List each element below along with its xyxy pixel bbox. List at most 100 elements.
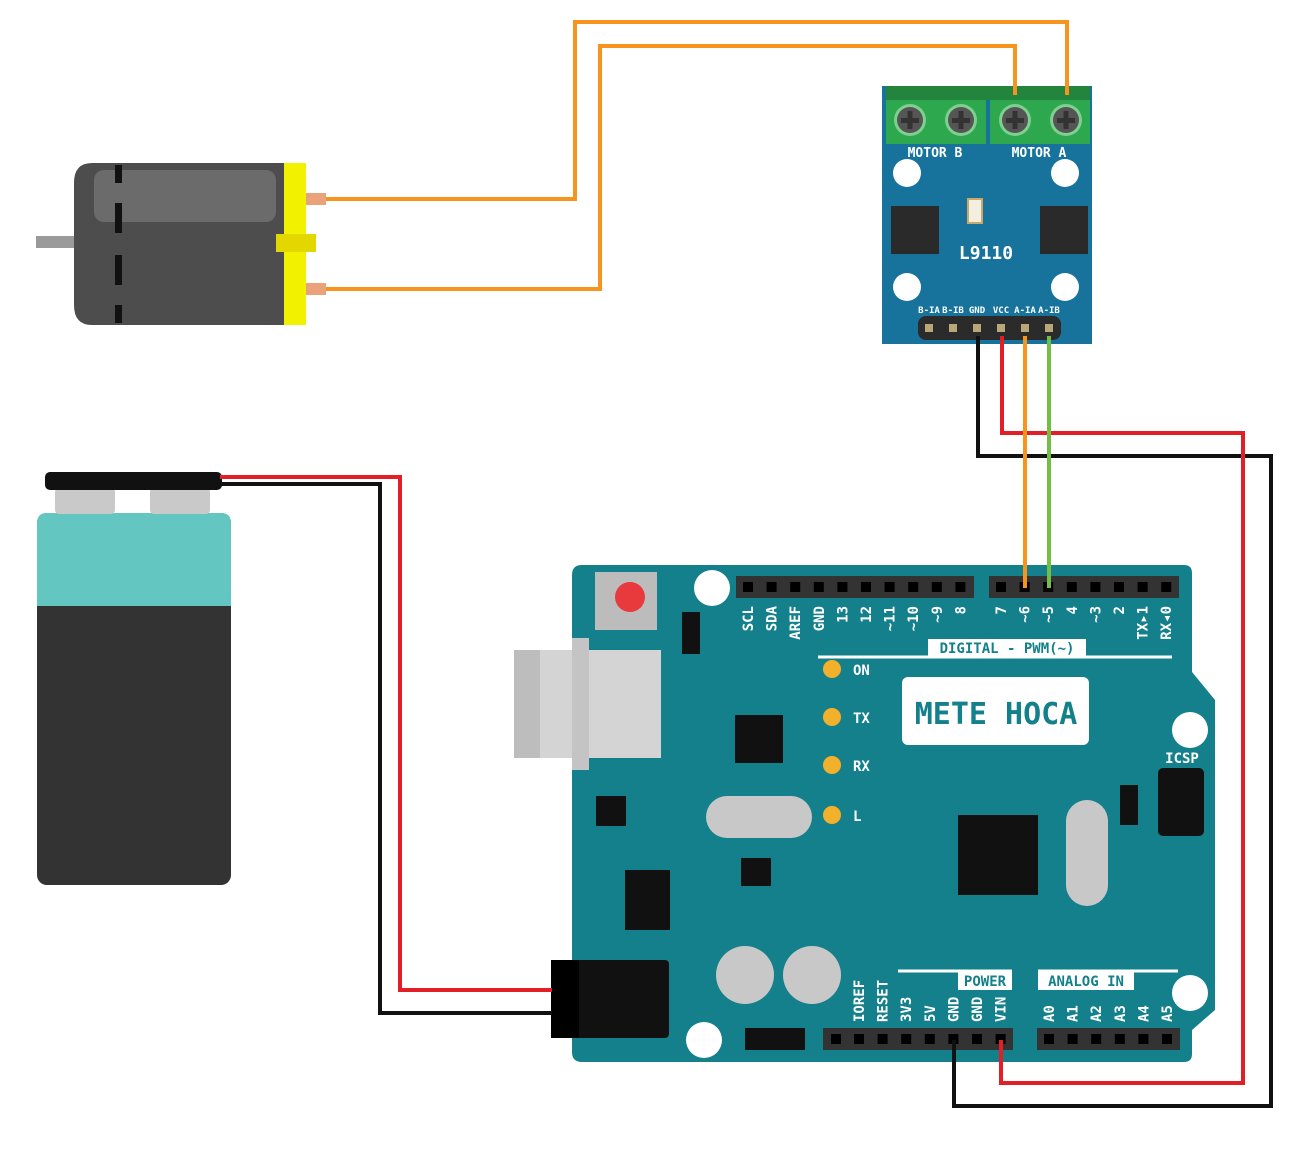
header-pin[interactable]: [1114, 582, 1124, 592]
diode: [682, 612, 700, 654]
driver-pin-label: B-IA: [918, 306, 940, 316]
header-pin[interactable]: [901, 1034, 912, 1044]
analog-pin-label: A2: [1089, 1005, 1105, 1022]
analog-pin-label: A0: [1042, 1005, 1058, 1022]
digital-header-right: [989, 576, 1179, 598]
driver-pin[interactable]: [949, 324, 957, 332]
header-pin[interactable]: [831, 1034, 841, 1044]
header-pin[interactable]: [1090, 582, 1101, 592]
driver-pin-label: A-IB: [1038, 306, 1060, 316]
dc-motor: [36, 163, 326, 325]
header-pin[interactable]: [854, 1034, 864, 1044]
digital-header-left: [736, 576, 974, 598]
diode-2: [596, 796, 626, 826]
digital-pin-label: ~6: [1018, 606, 1034, 623]
driver-pin-label: GND: [969, 306, 986, 316]
mount-hole: [694, 570, 730, 606]
screw-slot: [958, 111, 964, 129]
power-header: [823, 1028, 1013, 1050]
header-pin[interactable]: [924, 1034, 935, 1044]
terminal-top: [886, 86, 1090, 100]
header-pin[interactable]: [972, 1034, 982, 1044]
header-pin[interactable]: [877, 1034, 888, 1044]
header-pin[interactable]: [790, 582, 801, 592]
digital-pin-label: TX▸1: [1136, 606, 1152, 640]
driver-pin[interactable]: [1045, 324, 1053, 332]
icsp-header[interactable]: [1158, 768, 1204, 836]
driver-pin[interactable]: [1021, 324, 1029, 332]
led-label: L: [853, 809, 861, 825]
motor-terminal-1: [306, 193, 326, 205]
wire-battery-plus: [220, 475, 552, 992]
wire-battery-minus: [220, 482, 552, 1015]
header-pin[interactable]: [1114, 1034, 1125, 1044]
power-label: POWER: [964, 974, 1007, 990]
motor-shaft: [36, 236, 80, 248]
motor-slot: [115, 203, 122, 233]
header-pin[interactable]: [948, 1034, 959, 1044]
header-pin[interactable]: [766, 582, 777, 592]
header-pin[interactable]: [1161, 582, 1172, 592]
mount-hole: [1172, 975, 1208, 1011]
wire-motor-2: [326, 44, 1017, 291]
header-pin[interactable]: [1162, 1034, 1172, 1044]
header-pin[interactable]: [931, 582, 942, 592]
usb-port-face: [540, 650, 661, 758]
header-pin[interactable]: [1137, 582, 1148, 592]
header-pin[interactable]: [837, 582, 848, 592]
icsp-label: ICSP: [1165, 751, 1199, 767]
header-pin[interactable]: [908, 582, 919, 592]
header-pin[interactable]: [884, 582, 895, 592]
led-rx: [823, 756, 841, 774]
motor-b-label: MOTOR B: [908, 146, 963, 161]
digital-pin-label: 2: [1112, 606, 1128, 614]
digital-pin-label: 8: [953, 606, 969, 614]
power-label-bg: [958, 972, 1012, 990]
mount-hole: [893, 159, 921, 187]
reset-button[interactable]: [615, 582, 645, 612]
header-pin[interactable]: [1066, 582, 1077, 592]
digital-label: DIGITAL - PWM(~): [940, 641, 1075, 657]
fuse: [745, 1028, 805, 1050]
power-pin-label: 3V3: [899, 997, 915, 1022]
brand-logo: METE HOCA: [915, 697, 1078, 732]
header-pin[interactable]: [861, 582, 871, 592]
led-label: RX: [853, 759, 870, 775]
header-pin[interactable]: [995, 1034, 1006, 1044]
mount-hole: [893, 273, 921, 301]
screw-slot: [1063, 111, 1069, 129]
ic-small: [741, 858, 771, 886]
battery-9v: [37, 472, 231, 885]
analog-header: [1037, 1028, 1180, 1050]
header-pin[interactable]: [996, 582, 1006, 592]
header-pin[interactable]: [743, 582, 753, 592]
mount-hole: [1051, 159, 1079, 187]
header-pin[interactable]: [1044, 1034, 1054, 1044]
wire-motor-1: [326, 20, 1069, 201]
crystal-2: [1066, 800, 1108, 906]
motor-terminal-2: [306, 283, 326, 295]
driver-pin[interactable]: [973, 324, 981, 332]
motor-a-label: MOTOR A: [1012, 146, 1067, 161]
digital-pin-label: 4: [1065, 606, 1081, 614]
motor-slot: [115, 305, 122, 323]
digital-pin-label: ~11: [883, 606, 899, 631]
driver-led: [967, 198, 983, 224]
battery-terminal-plus: [150, 488, 210, 514]
header-pin[interactable]: [1091, 1034, 1102, 1044]
header-pin[interactable]: [813, 582, 824, 592]
power-jack-rim: [551, 960, 579, 1038]
header-pin[interactable]: [1138, 1034, 1149, 1044]
digital-pin-label: 13: [835, 606, 851, 623]
digital-label-bg: [928, 639, 1086, 657]
driver-pin[interactable]: [997, 324, 1005, 332]
power-pin-label: GND: [946, 997, 962, 1022]
led-on: [823, 660, 841, 678]
header-pin[interactable]: [1067, 1034, 1078, 1044]
digital-pin-label: ~3: [1088, 606, 1104, 623]
power-pin-label: VIN: [994, 997, 1010, 1022]
power-jack[interactable]: [551, 960, 669, 1038]
header-pin[interactable]: [955, 582, 966, 592]
driver-pin[interactable]: [925, 324, 933, 332]
